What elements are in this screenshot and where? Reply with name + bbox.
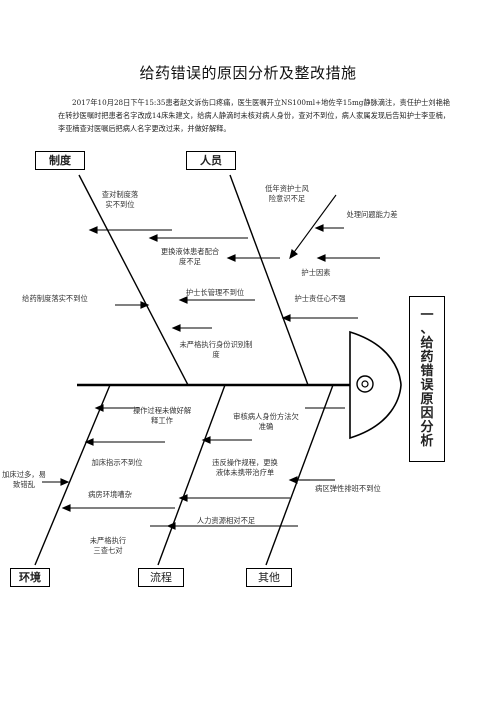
cause-label: 查对制度落 实不到位: [101, 190, 139, 209]
cause-label: 护士责任心不强: [294, 294, 346, 303]
cause-label: 审核病人身份方法欠 准确: [233, 412, 299, 431]
side-title-char: 误: [420, 378, 434, 393]
side-title: 一、给药错误原因分析: [409, 296, 445, 462]
side-title-char: 一: [420, 308, 434, 323]
cause-label: 护士因素: [301, 268, 331, 277]
bone-other: [265, 384, 334, 566]
cause-label: 人力资源相对不足: [196, 516, 256, 525]
incident-description: 2017年10月28日下午15:35患者赵文诉伤口疼痛，医生医嘱开立NS100m…: [58, 98, 450, 133]
cause-label: 操作过程未做好解 释工作: [132, 406, 192, 425]
cause-label: 病房环境嘈杂: [88, 490, 132, 499]
bone-environment: [34, 384, 111, 566]
side-title-char: 原: [420, 392, 434, 407]
fish-eye-outer: [356, 375, 374, 393]
category-other: 其他: [246, 568, 292, 587]
cause-label: 未严格执行 三查七对: [89, 536, 127, 555]
category-staff: 人员: [186, 151, 236, 170]
category-environment: 环境: [10, 568, 50, 587]
cause-label: 违反操作规程，更换 液体未携带治疗单: [212, 458, 278, 477]
cause-label: 护士长管理不到位: [185, 288, 245, 297]
cause-label: 给药制度落实不到位: [22, 294, 88, 303]
side-title-char: 、: [420, 322, 434, 337]
side-title-char: 析: [420, 434, 434, 449]
side-title-char: 错: [420, 364, 434, 379]
page-title: 给药错误的原因分析及整改措施: [139, 64, 357, 82]
category-process: 流程: [138, 568, 184, 587]
cause-label: 加床指示不到位: [91, 458, 143, 467]
side-title-char: 药: [420, 350, 434, 365]
category-system: 制度: [35, 151, 85, 170]
cause-label: 加床过多，易 致错乱: [2, 470, 46, 489]
cause-label: 低年资护士风 险意识不足: [265, 184, 309, 203]
cause-label: 未严格执行身份识别制 度: [179, 340, 253, 359]
fish-head: [349, 330, 402, 440]
bone-process: [157, 384, 226, 566]
side-title-char: 因: [420, 406, 434, 421]
cause-label: 处理问题能力差: [346, 210, 398, 219]
side-title-char: 分: [420, 420, 434, 435]
fish-eye-inner: [361, 380, 369, 388]
bone-system: [78, 174, 189, 386]
bone-staff: [229, 174, 309, 386]
side-title-char: 给: [420, 336, 434, 351]
cause-label: 病区弹性排班不到位: [315, 484, 381, 493]
cause-label: 更换液体患者配合 度不足: [160, 247, 220, 266]
